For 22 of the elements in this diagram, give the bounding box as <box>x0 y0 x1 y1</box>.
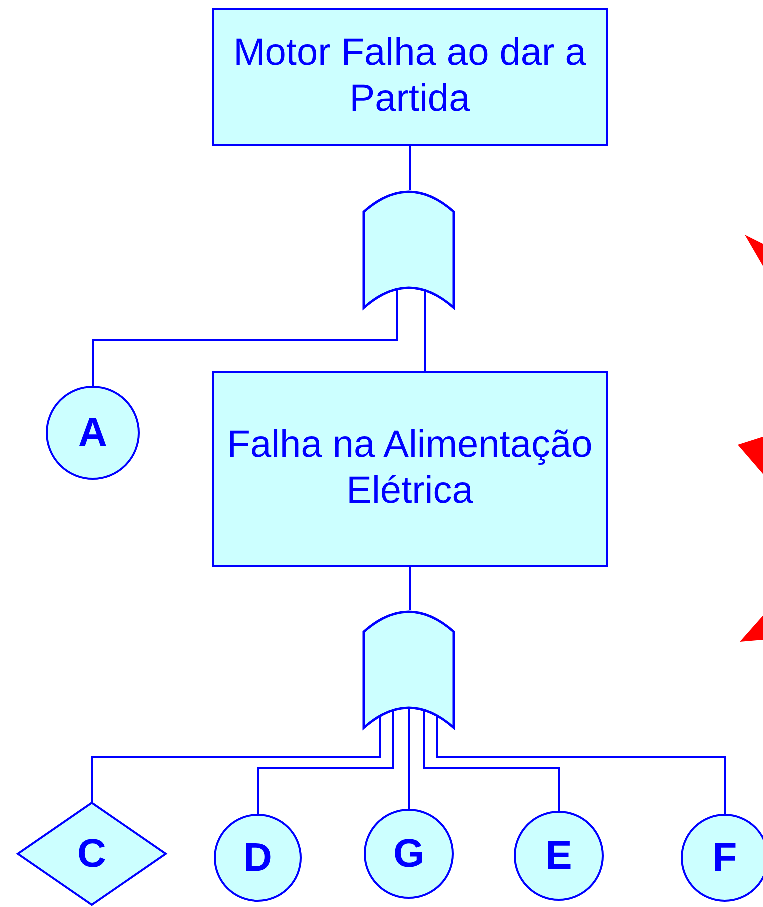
event-letter: F <box>712 838 738 878</box>
connector-line <box>409 567 411 610</box>
connector-line <box>91 716 381 802</box>
connector-line <box>408 708 410 809</box>
or-gate <box>363 190 455 310</box>
event-box <box>212 8 608 146</box>
event-letter: G <box>393 834 425 874</box>
event-label: Motor Falha ao dar a Partida <box>232 31 588 122</box>
event-letter: E <box>546 836 572 876</box>
connector-line <box>409 146 411 190</box>
connector-line <box>436 715 726 814</box>
connector-line <box>257 710 394 814</box>
or-gate <box>363 610 455 730</box>
connector-line <box>423 710 560 811</box>
event-label: Falha na Alimentação Elétrica <box>226 423 594 514</box>
connector-line <box>424 290 426 371</box>
event-box <box>212 371 608 567</box>
connector-line <box>92 289 398 386</box>
event-letter: C <box>78 834 106 874</box>
undeveloped-event-diamond <box>17 802 167 906</box>
event-letter: A <box>78 413 108 453</box>
event-letter: D <box>244 838 272 878</box>
